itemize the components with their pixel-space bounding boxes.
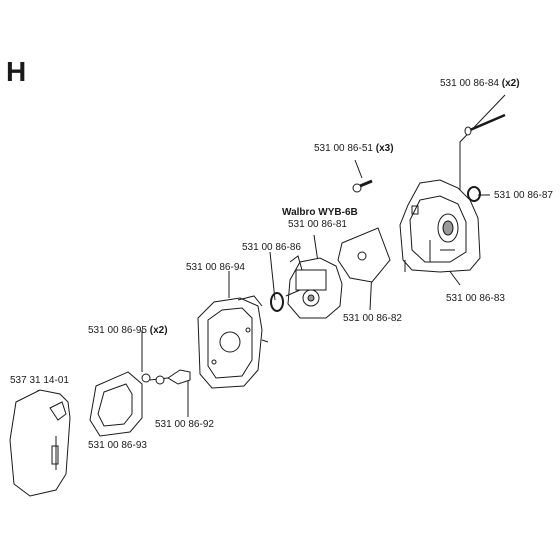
callout-screw-short: 531 00 86-51 (x3): [314, 143, 394, 155]
part-number: 537 31 14-01: [10, 375, 69, 386]
callout-nut: 531 00 86-95 (x2): [88, 325, 168, 337]
part-number: 531 00 86-93: [88, 440, 147, 451]
intake-block-part: [399, 179, 481, 273]
callout-carburetor: 531 00 86-81: [288, 219, 347, 231]
quantity: (x2): [501, 78, 520, 89]
callout-filter: 531 00 86-93: [88, 440, 147, 452]
part-number: 531 00 86-81: [288, 219, 347, 230]
part-number: 531 00 86-92: [155, 419, 214, 430]
callout-screw-long: 531 00 86-84 (x2): [440, 78, 520, 90]
small-gasket-part: [270, 292, 284, 312]
callout-cover: 537 31 14-01: [10, 375, 69, 387]
callout-small-gasket: 531 00 86-86: [242, 242, 301, 254]
air-box-part: [197, 295, 269, 389]
callout-intake-block: 531 00 86-83: [446, 293, 505, 305]
part-number: 531 00 86-84: [440, 78, 499, 89]
part-number: 531 00 86-82: [343, 313, 402, 324]
long-screw-part: [464, 113, 506, 136]
callout-o-ring-top: 531 00 86-87: [494, 190, 553, 202]
part-number: 531 00 86-87: [494, 190, 553, 201]
callout-bracket: 531 00 86-92: [155, 419, 214, 431]
cover-part: [9, 389, 71, 497]
part-number: 531 00 86-51: [314, 143, 373, 154]
filter-part: [89, 371, 143, 437]
nut-part: [141, 373, 165, 385]
carburetor-model-label: Walbro WYB-6B: [282, 207, 358, 218]
section-letter: H: [6, 56, 27, 87]
part-number: 531 00 86-94: [186, 262, 245, 273]
carburetor-part: [285, 255, 343, 319]
callout-heat-shield: 531 00 86-82: [343, 313, 402, 325]
short-screw-part: [352, 179, 373, 193]
part-number: 531 00 86-95: [88, 325, 147, 336]
quantity: (x2): [149, 325, 168, 336]
o-ring-top-part: [467, 186, 481, 202]
part-number: 531 00 86-86: [242, 242, 301, 253]
part-number: 531 00 86-83: [446, 293, 505, 304]
quantity: (x3): [375, 143, 394, 154]
callout-air-box: 531 00 86-94: [186, 262, 245, 274]
heat-shield-part: [337, 227, 391, 283]
